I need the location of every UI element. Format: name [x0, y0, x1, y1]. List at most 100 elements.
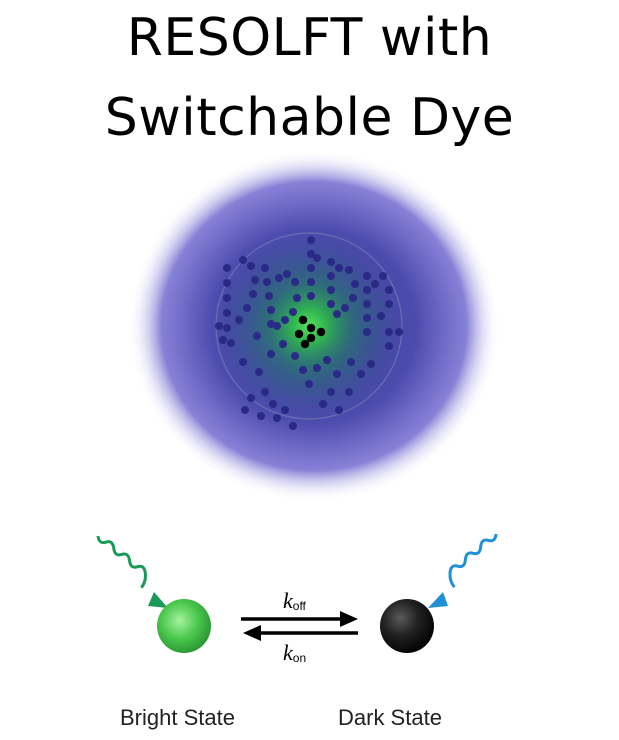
molecule-dot: [313, 254, 321, 262]
molecule-dot: [223, 279, 231, 287]
k-on-arrow: [243, 625, 358, 641]
molecule-dot: [307, 292, 315, 300]
molecule-dot: [307, 250, 315, 258]
molecule-dot: [251, 276, 259, 284]
molecule-dot: [265, 292, 273, 300]
molecule-dot: [261, 264, 269, 272]
molecule-dot: [235, 316, 243, 324]
green-wavy-arrow: [96, 535, 168, 608]
k-off-arrow: [241, 611, 358, 627]
molecule-dot: [307, 264, 315, 272]
blue-wavy-arrow: [428, 533, 498, 608]
molecule-dot: [241, 406, 249, 414]
molecule-dot: [379, 272, 387, 280]
molecule-dot: [281, 406, 289, 414]
molecule-dot: [299, 366, 307, 374]
molecule-dot: [341, 304, 349, 312]
molecule-dot: [243, 304, 251, 312]
molecule-dot: [367, 360, 375, 368]
k-off-subscript: off: [293, 599, 307, 613]
molecule-dot: [335, 406, 343, 414]
molecule-dot: [267, 350, 275, 358]
molecule-dot: [291, 278, 299, 286]
active-molecule-dot: [306, 323, 316, 333]
molecule-dot: [313, 364, 321, 372]
molecule-dot: [283, 270, 291, 278]
molecule-dot: [357, 370, 365, 378]
molecule-dot: [385, 328, 393, 336]
molecule-dot: [227, 339, 235, 347]
molecule-dot: [327, 286, 335, 294]
title-line-1: RESOLFT with: [126, 8, 493, 68]
molecule-dot: [253, 332, 261, 340]
molecule-dot: [335, 264, 343, 272]
active-molecule-dot: [298, 315, 308, 325]
molecule-dot: [323, 356, 331, 364]
molecule-dot: [273, 322, 281, 330]
green-arrowhead: [148, 592, 168, 608]
molecule-dot: [307, 278, 315, 286]
molecule-dot: [347, 358, 355, 366]
molecule-dot: [289, 308, 297, 316]
active-molecule-dot: [300, 339, 310, 349]
molecule-dot: [363, 328, 371, 336]
molecule-dot: [371, 280, 379, 288]
molecule-dot: [269, 400, 277, 408]
molecule-dot: [223, 324, 231, 332]
molecule-dots: [215, 236, 403, 430]
switching-diagram: koff kon: [96, 533, 498, 665]
molecule-dot: [239, 358, 247, 366]
molecule-dot: [363, 286, 371, 294]
bright-state-label: Bright State: [120, 705, 235, 730]
active-molecule-dot: [316, 327, 326, 337]
molecule-dot: [333, 370, 341, 378]
active-molecule-dot: [294, 329, 304, 339]
dark-state-molecule: [380, 599, 434, 653]
molecule-dot: [247, 394, 255, 402]
molecule-dot: [327, 272, 335, 280]
molecule-dot: [327, 258, 335, 266]
molecule-dot: [363, 272, 371, 280]
molecule-dot: [223, 294, 231, 302]
molecule-dot: [215, 322, 223, 330]
k-on-subscript: on: [293, 651, 306, 665]
molecule-dot: [273, 414, 281, 422]
molecule-dot: [363, 314, 371, 322]
molecule-dot: [239, 256, 247, 264]
molecule-dot: [219, 336, 227, 344]
molecule-dot: [293, 294, 301, 302]
title-line-2: Switchable Dye: [104, 88, 515, 148]
molecule-dot: [249, 290, 257, 298]
k-off-symbol: k: [283, 588, 294, 613]
molecule-dot: [385, 300, 393, 308]
molecule-dot: [351, 280, 359, 288]
molecule-dot: [305, 380, 313, 388]
molecule-dot: [275, 274, 283, 282]
molecule-dot: [349, 294, 357, 302]
k-on-label: kon: [283, 640, 306, 665]
molecule-dot: [345, 266, 353, 274]
molecule-dot: [267, 306, 275, 314]
molecule-dot: [345, 388, 353, 396]
molecule-dot: [395, 328, 403, 336]
molecule-dot: [263, 278, 271, 286]
molecule-dot: [333, 310, 341, 318]
blue-arrowhead: [428, 592, 448, 608]
molecule-dot: [327, 388, 335, 396]
molecule-dot: [261, 388, 269, 396]
molecule-dot: [377, 312, 385, 320]
molecule-dot: [281, 316, 289, 324]
molecule-dot: [223, 309, 231, 317]
molecule-dot: [255, 368, 263, 376]
molecule-dot: [385, 342, 393, 350]
molecule-dot: [247, 262, 255, 270]
resolft-spot-figure: [127, 148, 505, 500]
k-off-label: koff: [283, 588, 307, 613]
molecule-dot: [291, 352, 299, 360]
molecule-dot: [319, 400, 327, 408]
k-on-symbol: k: [283, 640, 294, 665]
molecule-dot: [289, 422, 297, 430]
bright-state-molecule: [157, 599, 211, 653]
molecule-dot: [279, 340, 287, 348]
molecule-dot: [363, 300, 371, 308]
